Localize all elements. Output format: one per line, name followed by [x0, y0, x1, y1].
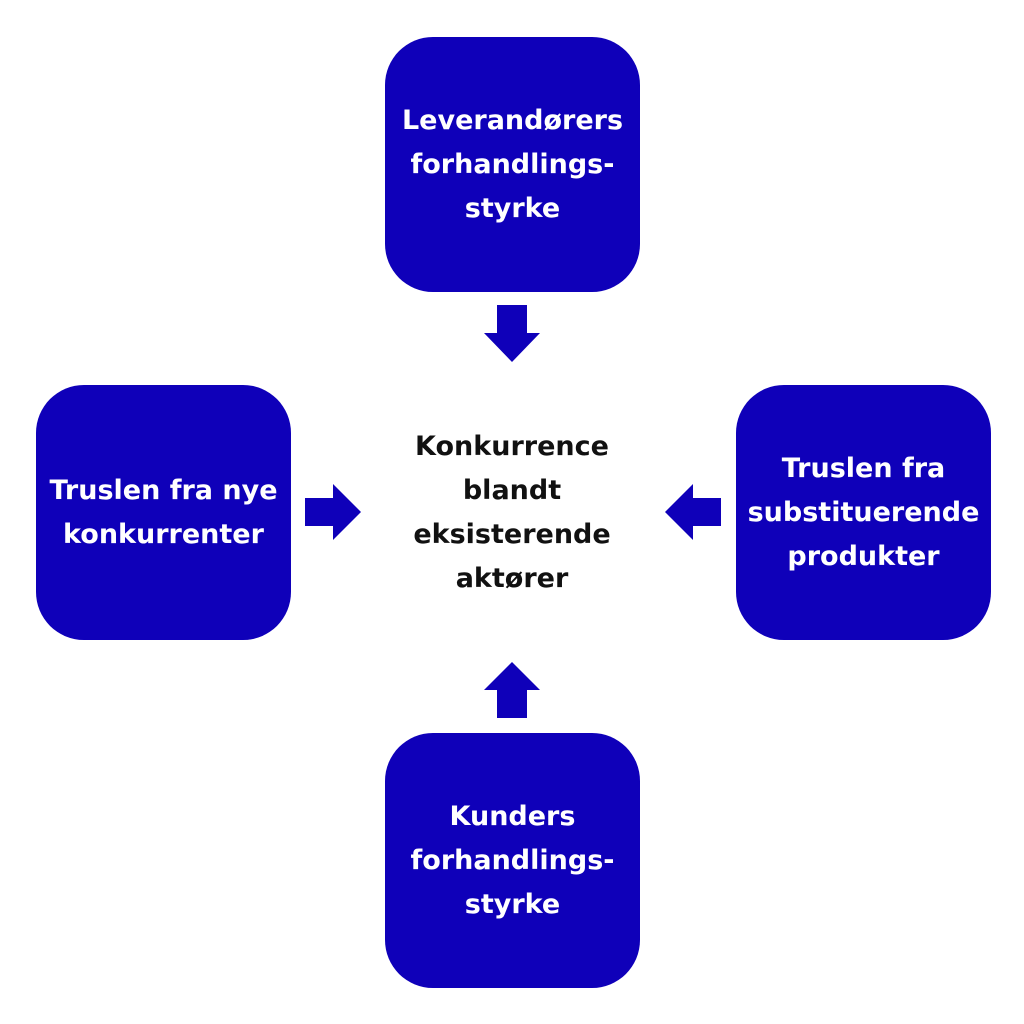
- force-label-line: forhandlings-: [410, 844, 615, 876]
- force-label-line: styrke: [464, 192, 561, 224]
- force-box-substitutes: Truslen fra substituerende produkter: [736, 385, 991, 640]
- force-label-line: styrke: [464, 888, 561, 920]
- force-label-line: Kunders: [449, 800, 576, 832]
- force-label-line: produkter: [787, 540, 940, 572]
- center-label-line: Konkurrence: [415, 431, 609, 462]
- force-box-buyer-power: Kunders forhandlings- styrke: [385, 733, 640, 988]
- arrow-left-icon: [665, 484, 721, 540]
- force-label-line: konkurrenter: [63, 518, 264, 550]
- arrow-up-icon: [484, 662, 540, 718]
- force-box-new-entrants: Truslen fra nye konkurrenter: [36, 385, 291, 640]
- center-rivalry-label: Konkurrence blandt eksisterende aktører: [387, 425, 637, 601]
- force-label-line: substituerende: [747, 496, 980, 528]
- center-label-line: eksisterende: [413, 519, 611, 550]
- force-label-line: forhandlings-: [410, 148, 615, 180]
- force-label-line: Truslen fra: [781, 452, 946, 484]
- arrow-right-icon: [305, 484, 361, 540]
- force-label-line: Truslen fra nye: [49, 474, 278, 506]
- force-box-supplier-power: Leverandørers forhandlings- styrke: [385, 37, 640, 292]
- center-label-line: aktører: [455, 563, 569, 594]
- center-label-line: blandt: [462, 475, 562, 506]
- force-label-line: Leverandørers: [401, 104, 624, 136]
- arrow-down-icon: [484, 305, 540, 362]
